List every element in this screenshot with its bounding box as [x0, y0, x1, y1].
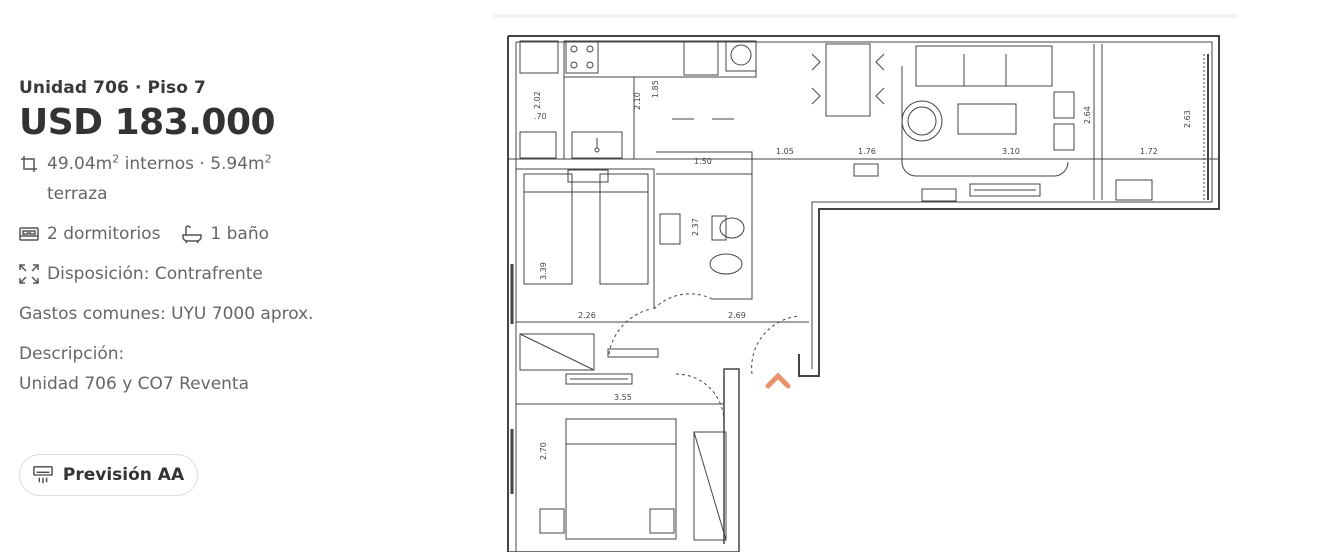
svg-text:3.39: 3.39 — [539, 262, 548, 280]
svg-text:3.55: 3.55 — [614, 393, 632, 402]
air-conditioner-icon — [33, 465, 53, 485]
svg-text:2.70: 2.70 — [539, 442, 548, 460]
area-row: 49.04m2 internos · 5.94m2 terraza — [19, 149, 319, 209]
svg-text:.70: .70 — [534, 112, 547, 121]
chevron-up-icon — [765, 372, 791, 389]
layout-text: Disposición: Contrafrente — [47, 264, 263, 284]
bedrooms: 2 dormitorios — [47, 224, 161, 244]
rooms-row: 2 dormitorios 1 baño — [19, 219, 319, 249]
svg-text:1.76: 1.76 — [858, 147, 876, 156]
bed-icon — [19, 224, 39, 244]
listing-info: Unidad 706 · Piso 7 USD 183.000 49.04m2 … — [19, 78, 319, 399]
bathtub-icon — [182, 224, 203, 244]
svg-text:3.10: 3.10 — [1002, 147, 1020, 156]
svg-text:1.05: 1.05 — [776, 147, 794, 156]
svg-text:2.63: 2.63 — [1183, 110, 1192, 128]
svg-text:2.26: 2.26 — [578, 311, 596, 320]
expand-icon — [19, 264, 39, 284]
floor-plan: 2.02 .70 2.10 1.85 1.50 2.37 1.05 1.76 3… — [494, 14, 1238, 553]
svg-text:1.85: 1.85 — [651, 80, 660, 98]
crop-icon — [19, 154, 39, 174]
price: USD 183.000 — [19, 102, 276, 143]
fees: Gastos comunes: UYU 7000 aprox. — [19, 304, 314, 324]
ac-preview-button[interactable]: Previsión AA — [19, 454, 198, 496]
bathrooms: 1 baño — [210, 224, 270, 244]
layout-row: Disposición: Contrafrente — [19, 259, 319, 289]
svg-text:2.02: 2.02 — [533, 91, 542, 109]
unit-floor: Unidad 706 · Piso 7 — [19, 78, 206, 98]
svg-text:2.64: 2.64 — [1083, 106, 1092, 124]
description: Unidad 706 y CO7 Reventa — [19, 374, 250, 394]
svg-text:1.50: 1.50 — [694, 157, 712, 166]
description-label: Descripción: — [19, 344, 125, 364]
area-text: 49.04m2 internos · 5.94m2 terraza — [47, 152, 272, 204]
svg-text:2.10: 2.10 — [633, 92, 642, 110]
ac-preview-label: Previsión AA — [62, 465, 185, 485]
svg-text:1.72: 1.72 — [1140, 147, 1158, 156]
svg-text:2.69: 2.69 — [728, 311, 746, 320]
svg-text:2.37: 2.37 — [691, 218, 700, 236]
